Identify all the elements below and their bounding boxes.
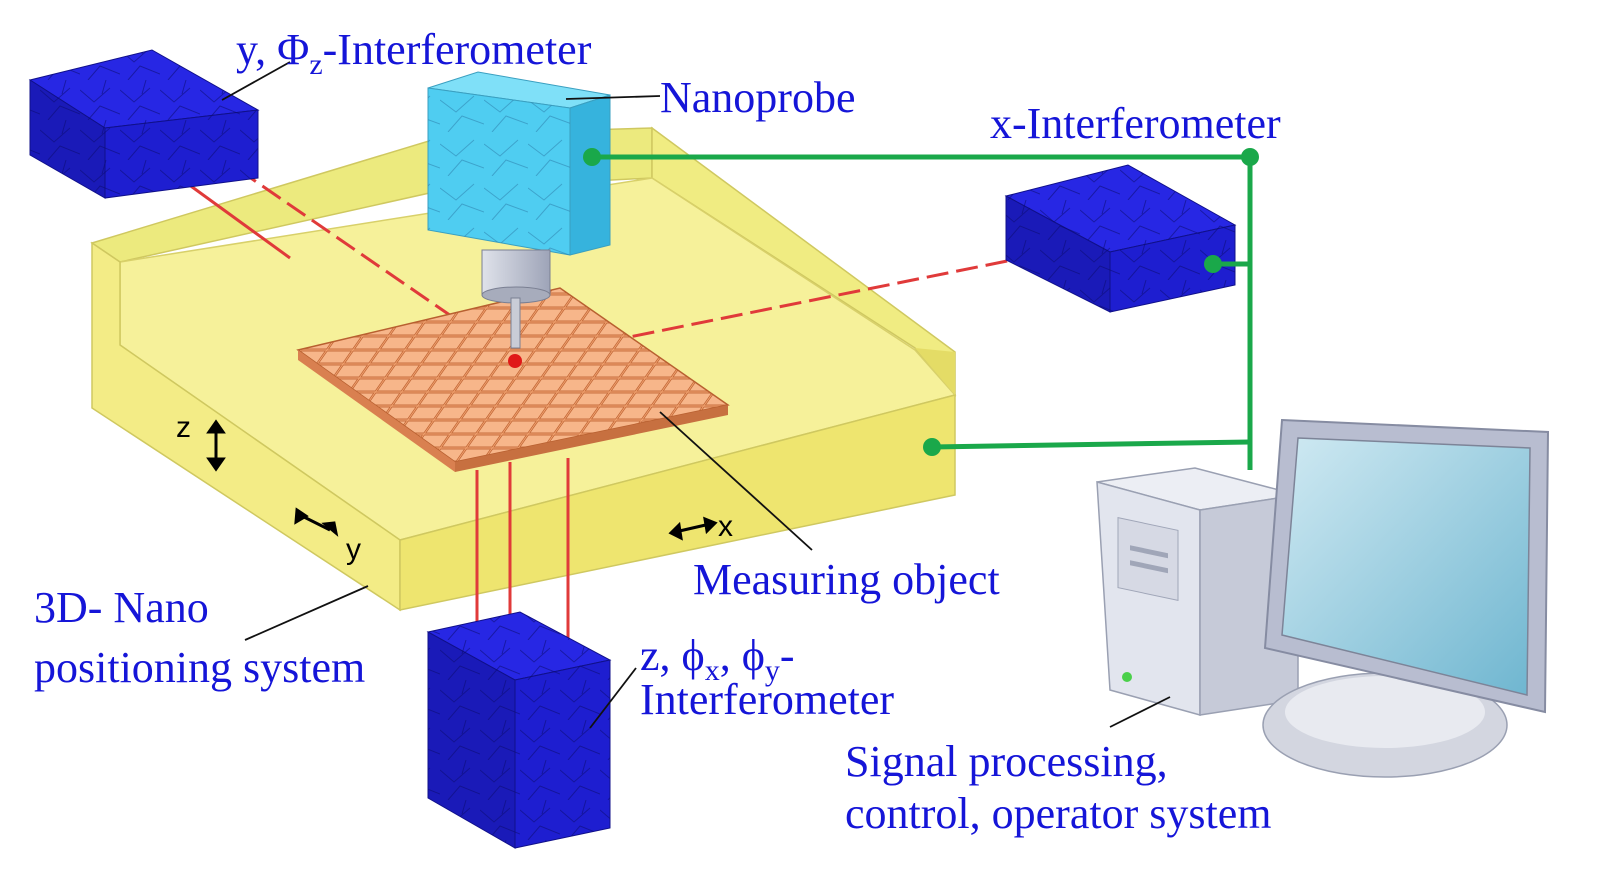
nanoprobe-side — [569, 94, 611, 256]
y-interf-suffix: -Interferometer — [322, 25, 592, 74]
z-interferometer-label-line1: z, ϕx, ϕy- — [640, 632, 795, 695]
x-axis-arrow-icon — [668, 516, 718, 541]
y-axis-arrow-icon — [294, 507, 339, 537]
z-interf-part-b: , ϕ — [719, 631, 765, 680]
measuring-object — [296, 287, 730, 472]
y-interf-subscript: z — [309, 48, 323, 81]
measuring-object-edge-front — [455, 405, 728, 472]
y-interf-prefix: y, Φ — [236, 25, 310, 74]
positioning-system-label-line1: 3D- Nano — [34, 583, 209, 632]
signal-processing-label-line1: Signal processing, — [845, 737, 1168, 786]
pc-tower-front — [1096, 481, 1201, 716]
measuring-object-edge — [298, 350, 455, 472]
x-interferometer — [1004, 164, 1237, 313]
monitor-screen — [1281, 437, 1531, 696]
y-phiz-interferometer-label: y, Φz-Interferometer — [236, 26, 591, 89]
signal-wires — [583, 148, 1259, 470]
y-axis-label: y — [346, 533, 361, 566]
stage-right-corner-wall — [915, 348, 955, 395]
x-axis-label: x — [718, 510, 733, 543]
z-interferometer — [426, 611, 612, 849]
z-interf-sub-x: x — [704, 654, 720, 687]
nanoprobe-tip — [510, 297, 521, 349]
signal-processing-label-line2: control, operator system — [845, 789, 1272, 838]
z-interf-part-a: z, ϕ — [640, 631, 705, 680]
nanoprobe-assembly — [427, 71, 611, 368]
computer — [1096, 418, 1550, 778]
probe-contact-point — [508, 354, 522, 368]
nanoprobe-label: Nanoprobe — [660, 73, 856, 122]
measuring-object-label: Measuring object — [693, 555, 1000, 604]
wire-stage — [931, 439, 1251, 450]
axis-arrows — [206, 419, 718, 541]
y-phiz-interferometer — [28, 49, 260, 199]
z-axis-arrow-icon — [206, 419, 226, 472]
x-interferometer-label: x-Interferometer — [990, 99, 1281, 148]
positioning-system-label-line2: positioning system — [34, 643, 366, 692]
z-interf-sub-y: y — [764, 654, 780, 687]
stage-front-wall — [399, 394, 956, 611]
z-interferometer-label-line2: Interferometer — [640, 675, 895, 724]
z-axis-label: z — [176, 411, 191, 444]
leader-lines — [221, 61, 1171, 729]
z-interf-part-c: - — [779, 631, 795, 680]
